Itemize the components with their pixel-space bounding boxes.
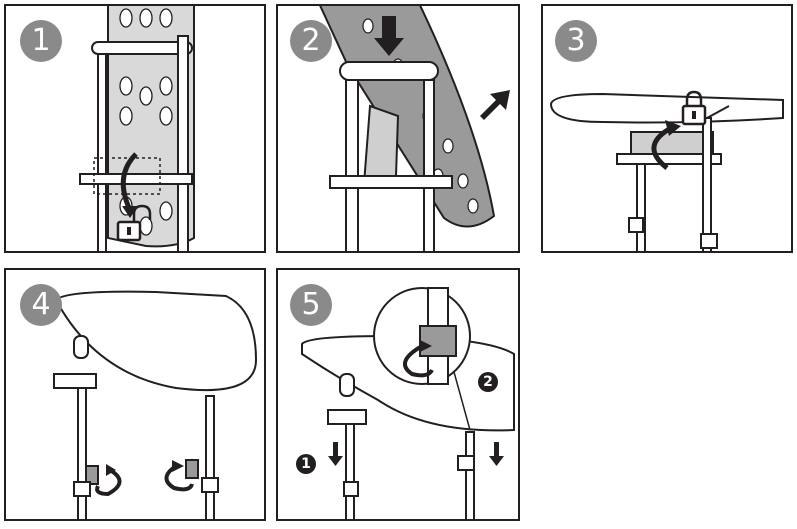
lock-icon: [681, 90, 707, 126]
stand-frame: [53, 335, 219, 519]
step-3-badge: 3: [555, 20, 597, 62]
step-5-badge: 5: [290, 284, 332, 326]
board-mesh-pattern: [119, 8, 173, 236]
rotate-arrow-icon: [164, 464, 194, 492]
zoom-pointer-line: [453, 371, 471, 431]
down-arrow-icon: [328, 442, 343, 466]
sub-step-1-badge: 1: [296, 454, 316, 474]
step-2-illustration: [319, 6, 510, 251]
stand-frame: [327, 373, 475, 519]
rotate-arrow-icon: [651, 125, 673, 170]
step-3-panel: 3: [541, 4, 793, 253]
stand-frame: [79, 35, 193, 251]
down-arrow-icon: [374, 16, 404, 56]
stand-frame: [616, 105, 730, 251]
stand-frame: [329, 61, 453, 251]
step-5-illustration: [301, 287, 515, 519]
ironing-board: [107, 6, 195, 248]
rotate-arrow-icon: [120, 152, 138, 212]
step-2-panel: 2: [276, 4, 520, 253]
zoom-detail-leg: [419, 287, 457, 385]
diagonal-arrow-icon: [480, 90, 510, 120]
ironing-board: [54, 290, 258, 392]
rotate-arrow-icon: [402, 344, 434, 378]
step-4-illustration: [53, 290, 258, 519]
step-1-badge: 1: [20, 20, 62, 62]
step-1-panel: 1: [4, 4, 266, 253]
step-2-badge: 2: [290, 20, 332, 62]
ironing-board: [549, 92, 784, 124]
sub-step-2-badge: 2: [478, 372, 498, 392]
rotate-arrow-icon: [95, 468, 122, 497]
step-4-badge: 4: [20, 284, 62, 326]
step-1-illustration: [79, 6, 195, 251]
step-4-panel: 4: [4, 268, 266, 521]
step-5-panel: 5 1 2: [276, 268, 520, 521]
ironing-board: [319, 6, 496, 228]
down-arrow-icon: [489, 442, 504, 466]
unlock-icon: [116, 204, 152, 242]
step-3-illustration: [549, 90, 784, 251]
